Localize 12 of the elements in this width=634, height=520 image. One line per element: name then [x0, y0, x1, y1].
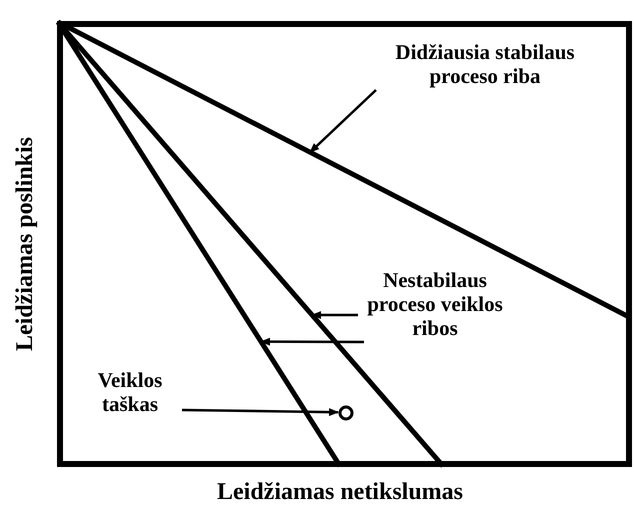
annotation-text: Didžiausia stabilaus proceso riba: [372, 40, 598, 88]
operating-point-marker: [338, 406, 354, 420]
leader-arrow: [260, 338, 364, 346]
annotation-text: Nestabilaus proceso veiklos ribos: [360, 268, 510, 340]
leader-arrow: [182, 408, 340, 416]
axis-title: Leidžiamas netikslumas: [216, 480, 464, 504]
leader-arrow: [309, 89, 377, 154]
leader-arrow: [311, 311, 358, 320]
axis-title: Leidžiamas poslinkis: [13, 136, 37, 354]
boundary-line: [56, 20, 632, 320]
boundary-line: [56, 20, 342, 468]
annotation-text: Veiklos taškas: [80, 368, 180, 416]
